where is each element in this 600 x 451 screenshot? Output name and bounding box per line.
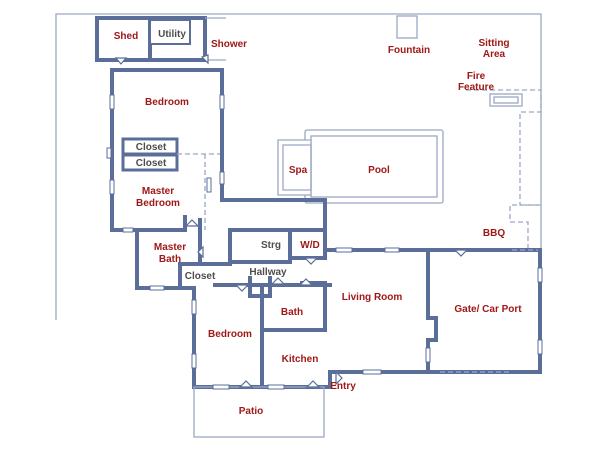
- label-hallway: Hallway: [249, 267, 287, 278]
- pool-structure: [277, 129, 444, 204]
- living-gate-walls: [323, 248, 542, 389]
- label-spa: Spa: [289, 165, 308, 176]
- closet-walls: [121, 137, 220, 230]
- door-markers: [114, 54, 469, 388]
- label-washer-dryer: W/D: [300, 240, 319, 251]
- label-living-room: Living Room: [342, 292, 403, 303]
- label-master-bath-line2: Bath: [159, 254, 181, 265]
- label-closet-1: Closet: [136, 142, 167, 153]
- label-pool: Pool: [368, 165, 390, 176]
- label-utility: Utility: [158, 29, 186, 40]
- label-closet-2: Closet: [136, 158, 167, 169]
- label-fountain: Fountain: [388, 45, 430, 56]
- label-bedroom-bottom: Bedroom: [208, 329, 252, 340]
- label-patio: Patio: [239, 406, 263, 417]
- shed-utility-walls: [95, 16, 226, 62]
- house-main-walls: [135, 262, 332, 389]
- fountain-structure: [396, 15, 418, 39]
- label-sitting-area-line2: Area: [483, 49, 506, 60]
- label-storage: Strg: [261, 240, 281, 251]
- label-fire-feature-line1: Fire: [467, 71, 486, 82]
- label-entry: Entry: [330, 381, 356, 392]
- gate-openings: [440, 249, 538, 373]
- label-shower: Shower: [211, 39, 247, 50]
- patio-outline: [193, 386, 325, 438]
- label-fire-feature-line2: Feature: [458, 82, 495, 93]
- bbq-outline: [509, 204, 541, 250]
- label-bedroom-top: Bedroom: [145, 97, 189, 108]
- window-markers: [106, 94, 543, 390]
- label-master-bedroom-line2: Bedroom: [136, 198, 180, 209]
- label-closet-hall: Closet: [185, 271, 216, 282]
- label-kitchen: Kitchen: [282, 354, 319, 365]
- label-bbq: BBQ: [483, 228, 505, 239]
- fire-feature-structure: [466, 89, 542, 206]
- label-shed: Shed: [114, 31, 138, 42]
- label-bath: Bath: [281, 307, 303, 318]
- label-master-bath-line1: Master: [154, 242, 186, 253]
- label-sitting-area-line1: Sitting: [478, 38, 509, 49]
- label-master-bedroom-line1: Master: [142, 186, 174, 197]
- label-gate-car-port: Gate/ Car Port: [454, 304, 522, 315]
